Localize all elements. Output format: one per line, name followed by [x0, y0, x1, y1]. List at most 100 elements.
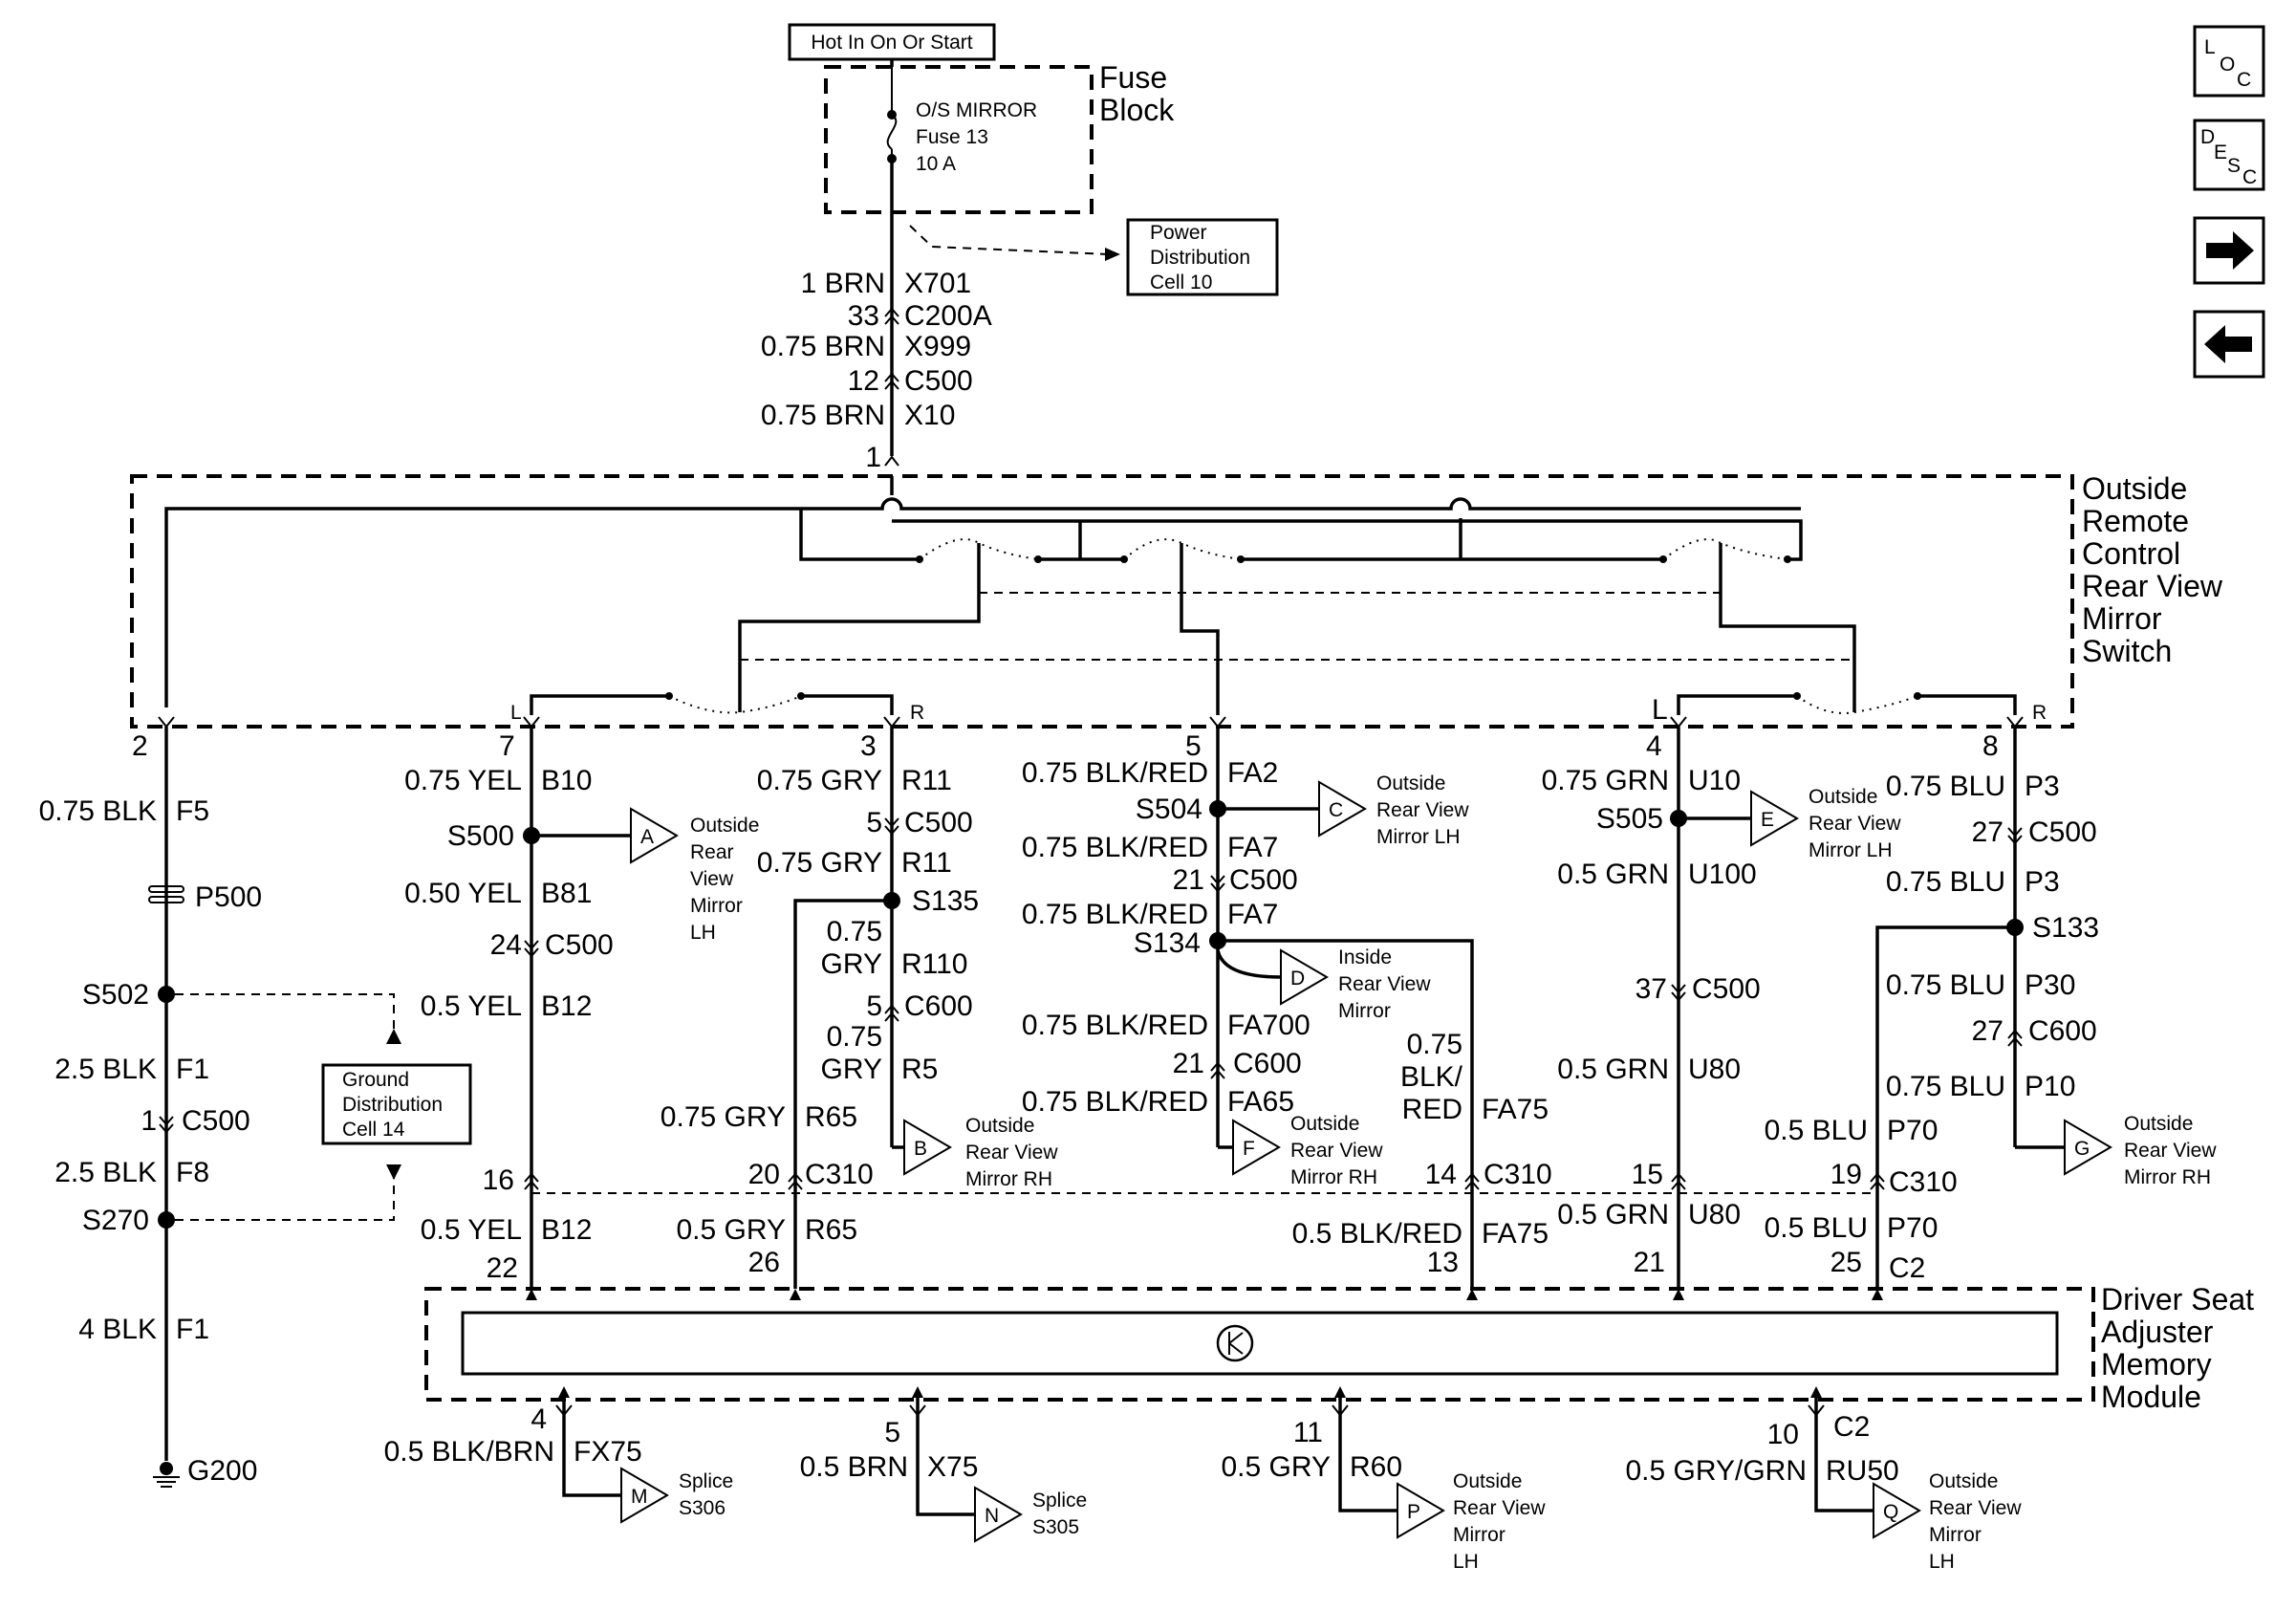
blu-circuit3: P30	[2025, 969, 2075, 1001]
gnd-conn1: C500	[182, 1105, 250, 1137]
module-title-4: Module	[2101, 1380, 2201, 1414]
feed-wire2: 0.75 BRN	[761, 331, 885, 362]
br-wire5: 0.75 BLK/RED	[1022, 1086, 1208, 1118]
yel-off-l4: Mirror	[690, 895, 743, 917]
gnd-wire2: 2.5 BLK	[54, 1054, 157, 1085]
switch-title-4: Rear View	[2082, 569, 2223, 603]
offpage-d-icon[interactable]	[1280, 948, 1329, 1006]
bot-pin2: 5	[884, 1417, 900, 1448]
blu-off-l3: Mirror RH	[2124, 1166, 2211, 1188]
grn-circuit: 0.75 GRN U10 S505 E Outside Rear View Mi…	[1542, 727, 1901, 1300]
br-wire2: 0.75 BLK/RED	[1022, 832, 1208, 863]
blu-conn2: C600	[2028, 1015, 2097, 1047]
gry-wire6: 0.5 GRY	[676, 1214, 786, 1246]
bot-off2-l2: S305	[1032, 1516, 1079, 1538]
desc-button[interactable]: D E S C	[2193, 119, 2265, 191]
fuse-block-title-1: Fuse	[1099, 60, 1167, 95]
bot-off2: N	[985, 1505, 999, 1527]
grn-splice: S505	[1596, 803, 1663, 835]
br-offC-l3: Mirror LH	[1376, 826, 1461, 848]
bot-wire2: 0.5 BRN	[800, 1451, 908, 1483]
gry-wire5: 0.75 GRY	[661, 1101, 786, 1133]
arrow-right-icon	[2206, 231, 2254, 270]
yel-pin2: 16	[483, 1164, 514, 1196]
offpage-c-icon[interactable]	[1318, 780, 1367, 838]
module-title-3: Memory	[2101, 1347, 2212, 1382]
pin-2: 2	[132, 730, 148, 762]
gnd-wire4: 4 BLK	[78, 1314, 157, 1345]
gnd-s270: S270	[82, 1205, 149, 1236]
br-pin4: 13	[1427, 1247, 1459, 1278]
grn-off-l3: Mirror LH	[1809, 839, 1893, 861]
nav-buttons: L O C D E S C	[2193, 25, 2265, 379]
yel-circuit3: B12	[541, 990, 592, 1022]
offpage-m-icon[interactable]	[620, 1467, 669, 1524]
offpage-e-icon[interactable]	[1750, 790, 1799, 847]
gry-pin1: 5	[866, 807, 882, 838]
yel-wire4: 0.5 YEL	[421, 1214, 522, 1246]
gnd-s502: S502	[82, 979, 149, 1011]
blu-pin1: 27	[1972, 816, 2004, 848]
yel-wire1: 0.75 YEL	[404, 765, 522, 796]
yel-splice: S500	[447, 820, 514, 852]
gry-off-l1: Outside	[965, 1115, 1034, 1137]
blu-wire3: 0.75 BLU	[1886, 969, 2005, 1001]
switch-title-6: Switch	[2082, 634, 2172, 668]
bot-circuit3: R60	[1350, 1451, 1402, 1483]
grn-pin2: 15	[1632, 1159, 1663, 1190]
br-offC: C	[1329, 799, 1343, 821]
feed-circuit3: X10	[904, 400, 955, 431]
yel-circuit4: B12	[541, 1214, 592, 1246]
br-wire6c: RED	[1402, 1094, 1462, 1125]
loc-button[interactable]: L O C	[2193, 25, 2265, 98]
power-distribution-ref[interactable]: Power Distribution Cell 10	[909, 218, 1279, 296]
bot-off4-l2: Rear View	[1929, 1497, 2022, 1519]
yel-wire2: 0.50 YEL	[404, 878, 522, 909]
offpage-p-icon[interactable]	[1397, 1482, 1445, 1539]
feed-circuit2: X999	[904, 331, 971, 362]
gry-conn3: C310	[805, 1159, 874, 1190]
power-distribution-line3: Cell 10	[1150, 272, 1212, 294]
offpage-q-icon[interactable]	[1873, 1482, 1921, 1539]
desc-d: D	[2200, 126, 2215, 148]
ground-distribution-line3: Cell 14	[342, 1119, 405, 1141]
gry-wire3b: GRY	[821, 948, 882, 980]
gnd-circuit1: F5	[176, 795, 209, 827]
feed-wire: 1 BRN X701 33 C200A 0.75 BRN X999 12 C50…	[761, 159, 992, 473]
ground-distribution-ref[interactable]: Ground Distribution Cell 14	[321, 1029, 472, 1180]
br-wire3: 0.75 BLK/RED	[1022, 899, 1208, 930]
br-offD-l3: Mirror	[1338, 1000, 1391, 1022]
blu-splice: S133	[2032, 912, 2099, 944]
offpage-a-icon[interactable]	[630, 807, 679, 864]
grn-wire4: 0.5 GRN	[1557, 1199, 1669, 1230]
blu-wire2: 0.75 BLU	[1886, 866, 2005, 898]
yel-off-l3: View	[690, 868, 734, 890]
module-title-2: Adjuster	[2101, 1315, 2214, 1349]
gry-circuit: 0.75 GRY R11 5 C500 0.75 GRY R11 S135 0.…	[661, 727, 1058, 1300]
yel-off-l5: LH	[690, 922, 716, 944]
br-circuit4: FA700	[1227, 1010, 1310, 1041]
br-wire1: 0.75 BLK/RED	[1022, 757, 1208, 789]
bot-off1-l2: S306	[679, 1497, 726, 1519]
next-button[interactable]	[2193, 216, 2265, 285]
gry-circuit3: R110	[901, 948, 968, 980]
offpage-n-icon[interactable]	[974, 1486, 1023, 1543]
br-offF: F	[1243, 1138, 1255, 1160]
switch-pins: 2 7 3 5 4 8	[132, 716, 2024, 762]
offpage-f-icon[interactable]	[1232, 1119, 1281, 1176]
bot-pin4: 10	[1767, 1419, 1799, 1450]
switch-title-1: Outside	[2082, 471, 2187, 506]
offpage-g-icon[interactable]	[2064, 1119, 2112, 1176]
br-offF-l2: Rear View	[1290, 1140, 1383, 1162]
br-wire7: 0.5 BLK/RED	[1292, 1218, 1462, 1250]
offpage-b-icon[interactable]	[903, 1119, 952, 1176]
prev-button[interactable]	[2193, 310, 2265, 379]
br-wire6b: BLK/	[1400, 1061, 1463, 1093]
br-wire6a: 0.75	[1407, 1029, 1462, 1060]
gnd-circuit3: F8	[176, 1157, 209, 1188]
switch-L2: L	[1652, 694, 1668, 726]
yel-wire3: 0.5 YEL	[421, 990, 522, 1022]
br-pin3: 14	[1425, 1159, 1457, 1190]
fuse-icon	[886, 114, 898, 150]
br-splice2: S134	[1134, 927, 1201, 959]
